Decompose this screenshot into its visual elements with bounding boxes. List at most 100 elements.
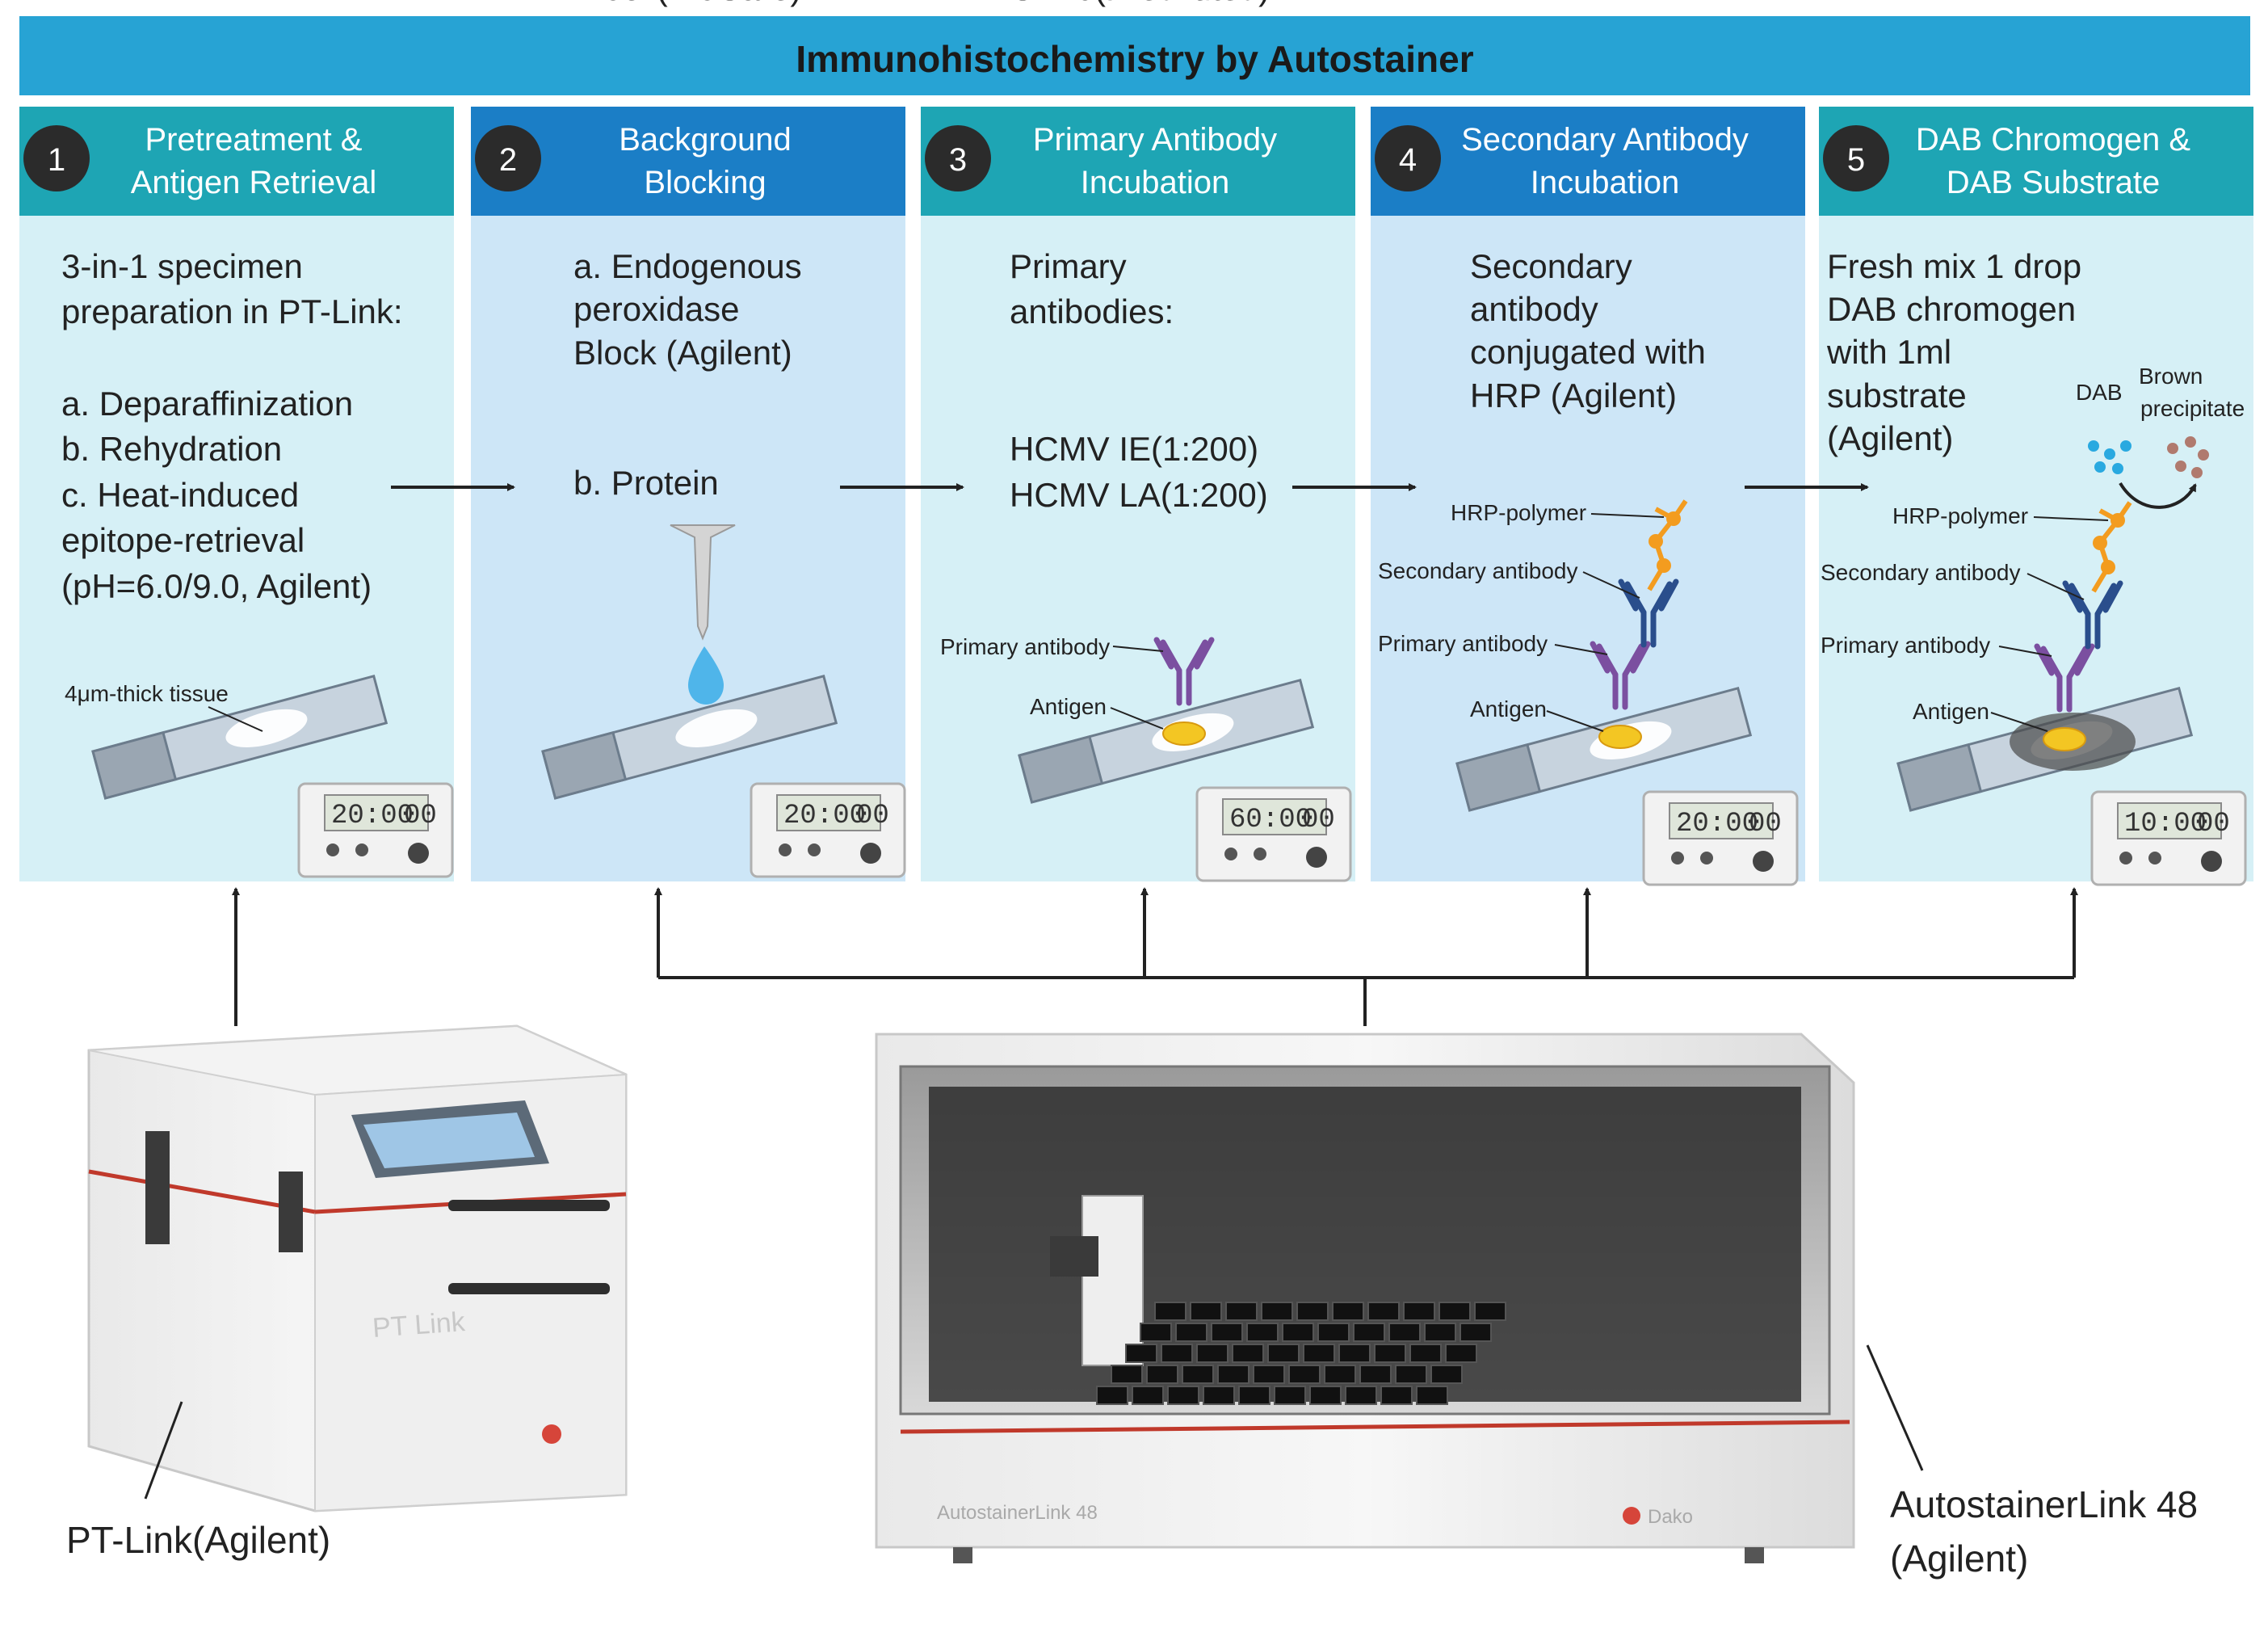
autostainer-caption-line1: AutostainerLink 48 — [1890, 1483, 2198, 1525]
antigen-label: Antigen — [1913, 699, 1989, 724]
timer-subsecond: 00 — [1749, 809, 1782, 839]
step-body-line: with 1ml — [1826, 333, 1951, 371]
step-body-line: HCMV LA(1:200) — [1010, 476, 1268, 514]
step-body-line: Secondary — [1470, 247, 1632, 285]
step-number: 5 — [1847, 142, 1865, 178]
glass-slide — [91, 674, 388, 800]
timer-value: 60:00 — [1229, 805, 1312, 835]
step-number: 2 — [499, 142, 517, 178]
autostainer-leader — [1866, 1344, 1924, 1471]
step-number-badge — [1823, 125, 1889, 191]
instrument-arrows — [232, 887, 2078, 1026]
primary-antibody-label: Primary antibody — [940, 634, 1110, 659]
conversion-arrow — [2119, 482, 2197, 509]
step-header — [1371, 107, 1805, 216]
timer-subsecond: 00 — [856, 801, 889, 831]
step-body-line: Fresh mix 1 drop — [1827, 247, 2081, 285]
step-body-line: Block (Agilent) — [573, 334, 792, 372]
step-body-line: substrate — [1827, 377, 1967, 414]
step-title-line: Secondary Antibody — [1461, 122, 1749, 158]
step-number-badge — [23, 125, 90, 191]
timer-value: 20:00 — [331, 801, 414, 831]
step-body-line: HCMV IE(1:200) — [1010, 430, 1258, 468]
step-header — [1819, 107, 2253, 216]
timer-value: 10:00 — [2124, 809, 2207, 839]
step-title-line: Blocking — [644, 165, 766, 200]
step-body-line: epitope-retrieval — [61, 521, 304, 559]
timer-subsecond: 00 — [404, 801, 437, 831]
hrp-polymer-icon — [1647, 499, 1688, 591]
antigen-icon — [1598, 725, 1642, 749]
brown-precipitate-icon — [2167, 436, 2209, 478]
glass-slide — [541, 674, 838, 800]
primary-antibody-icon — [1153, 637, 1215, 706]
autostainer-device: AutostainerLink 48 Dako — [875, 1033, 1855, 1563]
autostainer-caption-line2: (Agilent) — [1890, 1538, 2028, 1580]
step-number-badge — [925, 125, 991, 191]
antigen-label: Antigen — [1030, 694, 1107, 719]
antigen-label: Antigen — [1470, 696, 1547, 721]
step-body-line: (pH=6.0/9.0, Agilent) — [61, 567, 372, 605]
step-body-line: conjugated with — [1470, 333, 1706, 371]
step-title-line: Pretreatment & — [145, 122, 362, 158]
timer-value: 20:00 — [1676, 809, 1758, 839]
step-body-line: CK20(Prediluted) — [1010, 0, 1270, 7]
step-body — [19, 216, 454, 881]
tissue-label: 4μm-thick tissue — [65, 681, 229, 706]
step-body-line: 3-in-1 specimen — [61, 247, 303, 285]
hrp-polymer-icon — [2091, 501, 2132, 593]
tissue-section — [675, 709, 758, 747]
timer-subsecond: 00 — [1302, 805, 1335, 835]
step-body — [471, 216, 905, 881]
antigen-icon — [1162, 721, 1206, 746]
step-body-line: DAB chromogen — [1827, 290, 2076, 328]
pt-link-leader — [144, 1401, 183, 1500]
step-title-line: Background — [619, 122, 791, 158]
step-title-line: Antigen Retrieval — [131, 165, 377, 200]
glass-slide — [1455, 686, 1753, 812]
step-header — [471, 107, 905, 216]
step-header — [921, 107, 1355, 216]
step-body-line: b. Protein — [573, 464, 719, 502]
drop-icon — [688, 646, 724, 705]
step-body-line: b. Rehydration — [61, 430, 282, 468]
step-title-line: DAB Chromogen & — [1916, 122, 2190, 158]
pt-link-caption: PT-Link(Agilent) — [66, 1519, 330, 1561]
timer-value: 20:00 — [783, 801, 866, 831]
primary-antibody-label: Primary antibody — [1821, 633, 1990, 658]
step-number: 3 — [949, 142, 967, 178]
autostainer-brand: Dako — [1648, 1506, 1693, 1528]
timer-subsecond: 00 — [2197, 809, 2230, 839]
tissue-section — [225, 709, 308, 747]
brown-precipitate-label: precipitate — [2140, 396, 2245, 421]
antigen-icon — [2043, 727, 2086, 751]
step-body-line: a. Endogenous — [573, 247, 802, 285]
secondary-antibody-icon — [2062, 580, 2123, 650]
pt-link-device: PT Link — [87, 1024, 628, 1512]
hrp-polymer-label: HRP-polymer — [1892, 503, 2028, 528]
dab-particles-icon — [2088, 440, 2132, 474]
step-body-line: preparation in PT-Link: — [61, 292, 403, 330]
hrp-polymer-label: HRP-polymer — [1451, 500, 1586, 525]
step-body-line: Primary — [1010, 247, 1127, 285]
step-title-line: Incubation — [1531, 165, 1680, 200]
dab-label: DAB — [2076, 380, 2123, 405]
step-number: 4 — [1399, 142, 1417, 178]
step-header — [19, 107, 454, 216]
step-body-line: c. Heat-induced — [61, 476, 299, 514]
step-body-line: antibody — [1470, 290, 1598, 328]
step-body-line: antibodies: — [1010, 292, 1174, 330]
secondary-antibody-label: Secondary antibody — [1821, 560, 2021, 585]
step-body-line: HRP (Agilent) — [1470, 377, 1677, 414]
step-title-line: DAB Substrate — [1947, 165, 2161, 200]
step-body-line: (Agilent) — [1827, 419, 1953, 457]
